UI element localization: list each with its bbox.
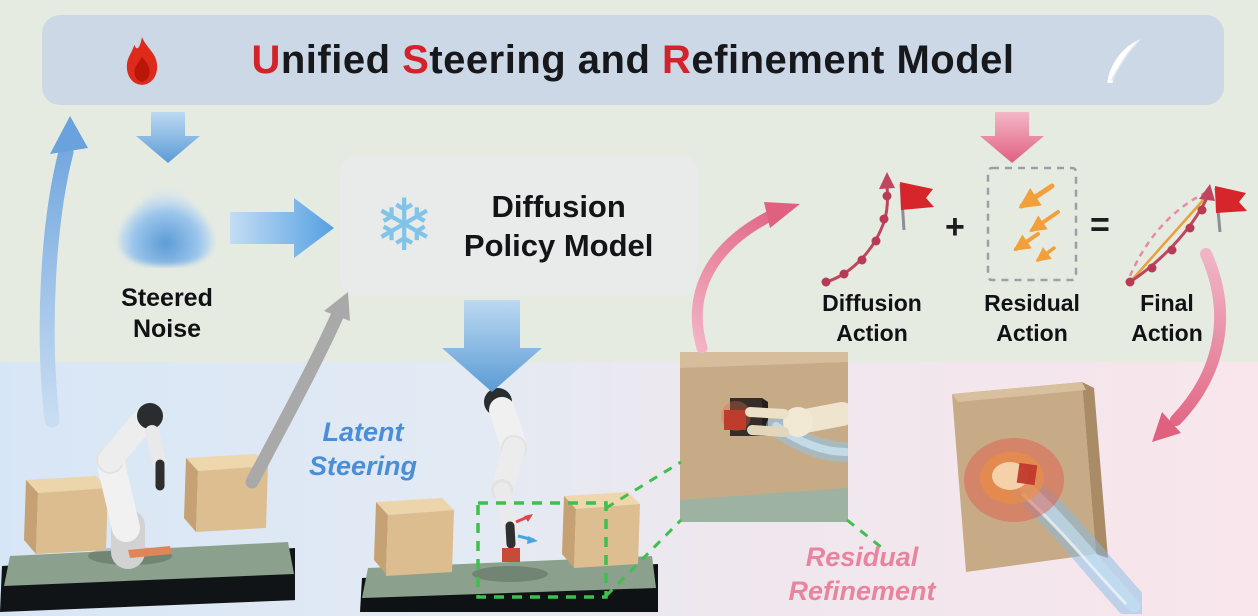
snowflake-icon: ❄ [374,185,435,266]
insertion-closeup-art [680,352,848,522]
diffusion-action-line1: Diffusion [822,290,922,316]
feather-icon [1100,37,1148,85]
dpm-line1: Diffusion [491,188,626,224]
insertion-closeup-scene [680,352,848,522]
residual-action-line1: Residual [984,290,1080,316]
final-action-label: Final Action [1092,288,1242,348]
final-action-line2: Action [1131,320,1203,346]
residual-refinement-line2: Refinement [788,576,936,606]
title-banner: Unified Steering and Refinement Model [42,15,1224,105]
title-letter-r: R [662,37,692,82]
final-action-line1: Final [1140,290,1194,316]
residual-refinement-label: Residual Refinement [772,540,952,608]
title-part-nified: nified [280,37,403,82]
robot-scene-left [0,360,295,614]
robot-scene-left-art [0,403,295,612]
diffusion-action-line2: Action [836,320,908,346]
title-part-efinement: efinement Model [691,37,1015,82]
figure-title: Unified Steering and Refinement Model [251,38,1014,83]
residual-action-line2: Action [996,320,1068,346]
dpm-label: Diffusion Policy Model [434,187,697,265]
steered-noise-line2: Noise [132,315,202,343]
refined-action-scene [930,376,1142,614]
refined-action-art [952,382,1142,614]
steered-noise-line1: Steered [121,284,213,312]
title-part-teering: teering and [429,37,663,82]
title-letter-s: S [402,37,430,82]
latent-steering-line1: Latent [322,417,404,447]
steered-noise-blob [108,172,224,268]
latent-steering-line2: Steering [308,451,418,481]
residual-refinement-line1: Residual [805,542,919,572]
plus-operator: + [945,208,965,246]
dpm-line2: Policy Model [463,227,654,263]
diffusion-policy-model-box: ❄ Diffusion Policy Model [340,155,697,296]
steered-noise-label: Steered Noise [92,283,242,345]
equals-operator: = [1090,206,1110,244]
flame-icon [120,35,164,87]
residual-action-label: Residual Action [957,288,1107,348]
diffusion-action-label: Diffusion Action [797,288,947,348]
latent-steering-label: Latent Steering [293,415,433,483]
title-letter-u: U [251,37,281,82]
